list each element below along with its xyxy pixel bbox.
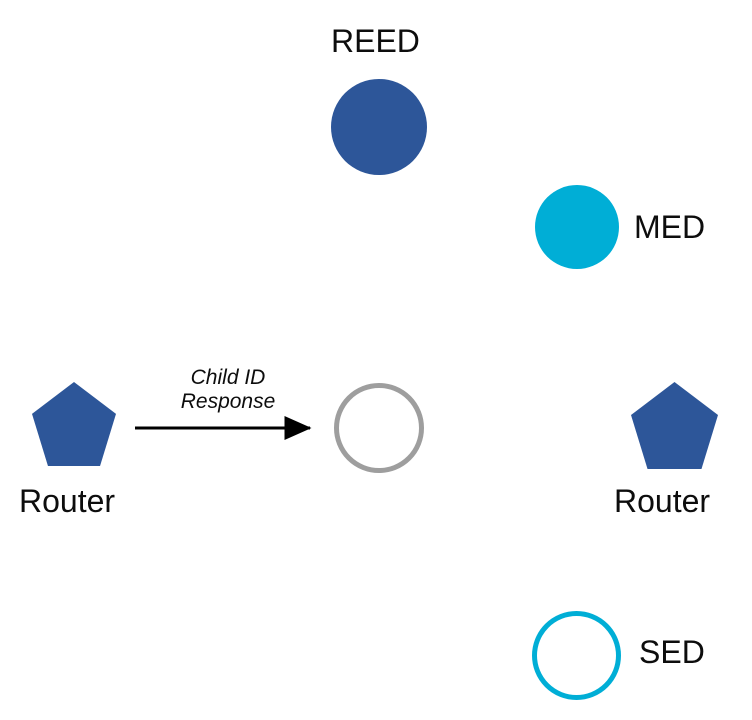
node-reed[interactable] xyxy=(331,79,427,175)
node-reed-label: REED xyxy=(331,23,420,59)
node-med-label: MED xyxy=(634,209,706,245)
edge-child-id-response-label: Child ID Response xyxy=(180,366,276,413)
node-router-left[interactable] xyxy=(32,382,116,466)
node-router-right-label: Router xyxy=(614,483,711,519)
node-child-pending[interactable] xyxy=(334,383,424,473)
node-sed[interactable] xyxy=(532,611,621,700)
node-sed-label: SED xyxy=(639,634,705,670)
node-router-right[interactable] xyxy=(631,382,718,469)
node-med[interactable] xyxy=(535,185,619,269)
node-router-left-label: Router xyxy=(19,483,116,519)
